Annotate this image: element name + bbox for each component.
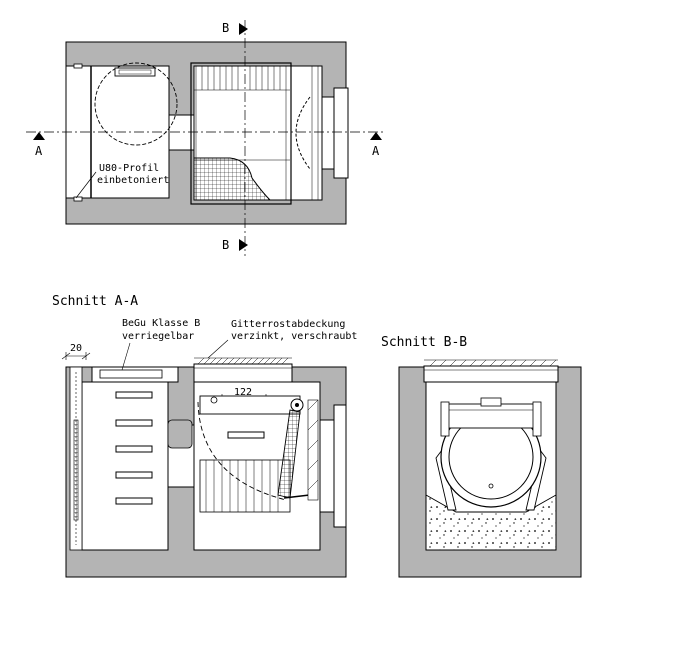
grate-label-1: Gitterrostabdeckung <box>231 319 346 330</box>
aa-grate <box>193 363 293 383</box>
plan-marker-a-left: A <box>35 144 43 158</box>
plan-marker-b-bottom: B <box>222 238 230 252</box>
section-bb-title: Schnitt B-B <box>381 335 468 350</box>
plan-view <box>26 20 386 256</box>
aa-left-chamber <box>81 381 169 551</box>
arrow-a-right <box>370 132 382 140</box>
plan-connection-opening <box>168 114 195 151</box>
section-aa-title: Schnitt A-A <box>52 294 139 309</box>
arrow-b-bottom <box>239 239 248 251</box>
aa-basket <box>199 459 291 513</box>
plan-profile-label-1: U80-Profil <box>99 163 160 174</box>
arrow-a-left <box>33 132 45 140</box>
cover-label-2: verriegelbar <box>122 331 195 342</box>
plan-profile-label-2: einbetoniert <box>97 175 170 186</box>
section-bb-view <box>398 359 582 578</box>
plan-marker-a-right: A <box>372 144 380 158</box>
arrow-b-top <box>239 23 248 35</box>
plan-manhole-cover-circle <box>94 62 178 146</box>
dim-step-label: 122 <box>234 387 253 398</box>
plan-grate-outline <box>190 62 292 205</box>
section-aa-view <box>61 352 347 578</box>
plan-marker-b-top: B <box>222 21 230 35</box>
dim-wall-label: 20 <box>70 343 83 354</box>
aa-outlet-pipe <box>319 419 335 513</box>
grate-label-2: verzinkt, verschraubt <box>231 331 358 342</box>
cover-label-1: BeGu Klasse B <box>122 318 201 329</box>
bb-gravel-fill <box>425 494 557 551</box>
plan-right-pipe <box>321 96 335 170</box>
plan-leader-line <box>75 171 97 199</box>
plan-mesh-area <box>193 157 272 201</box>
